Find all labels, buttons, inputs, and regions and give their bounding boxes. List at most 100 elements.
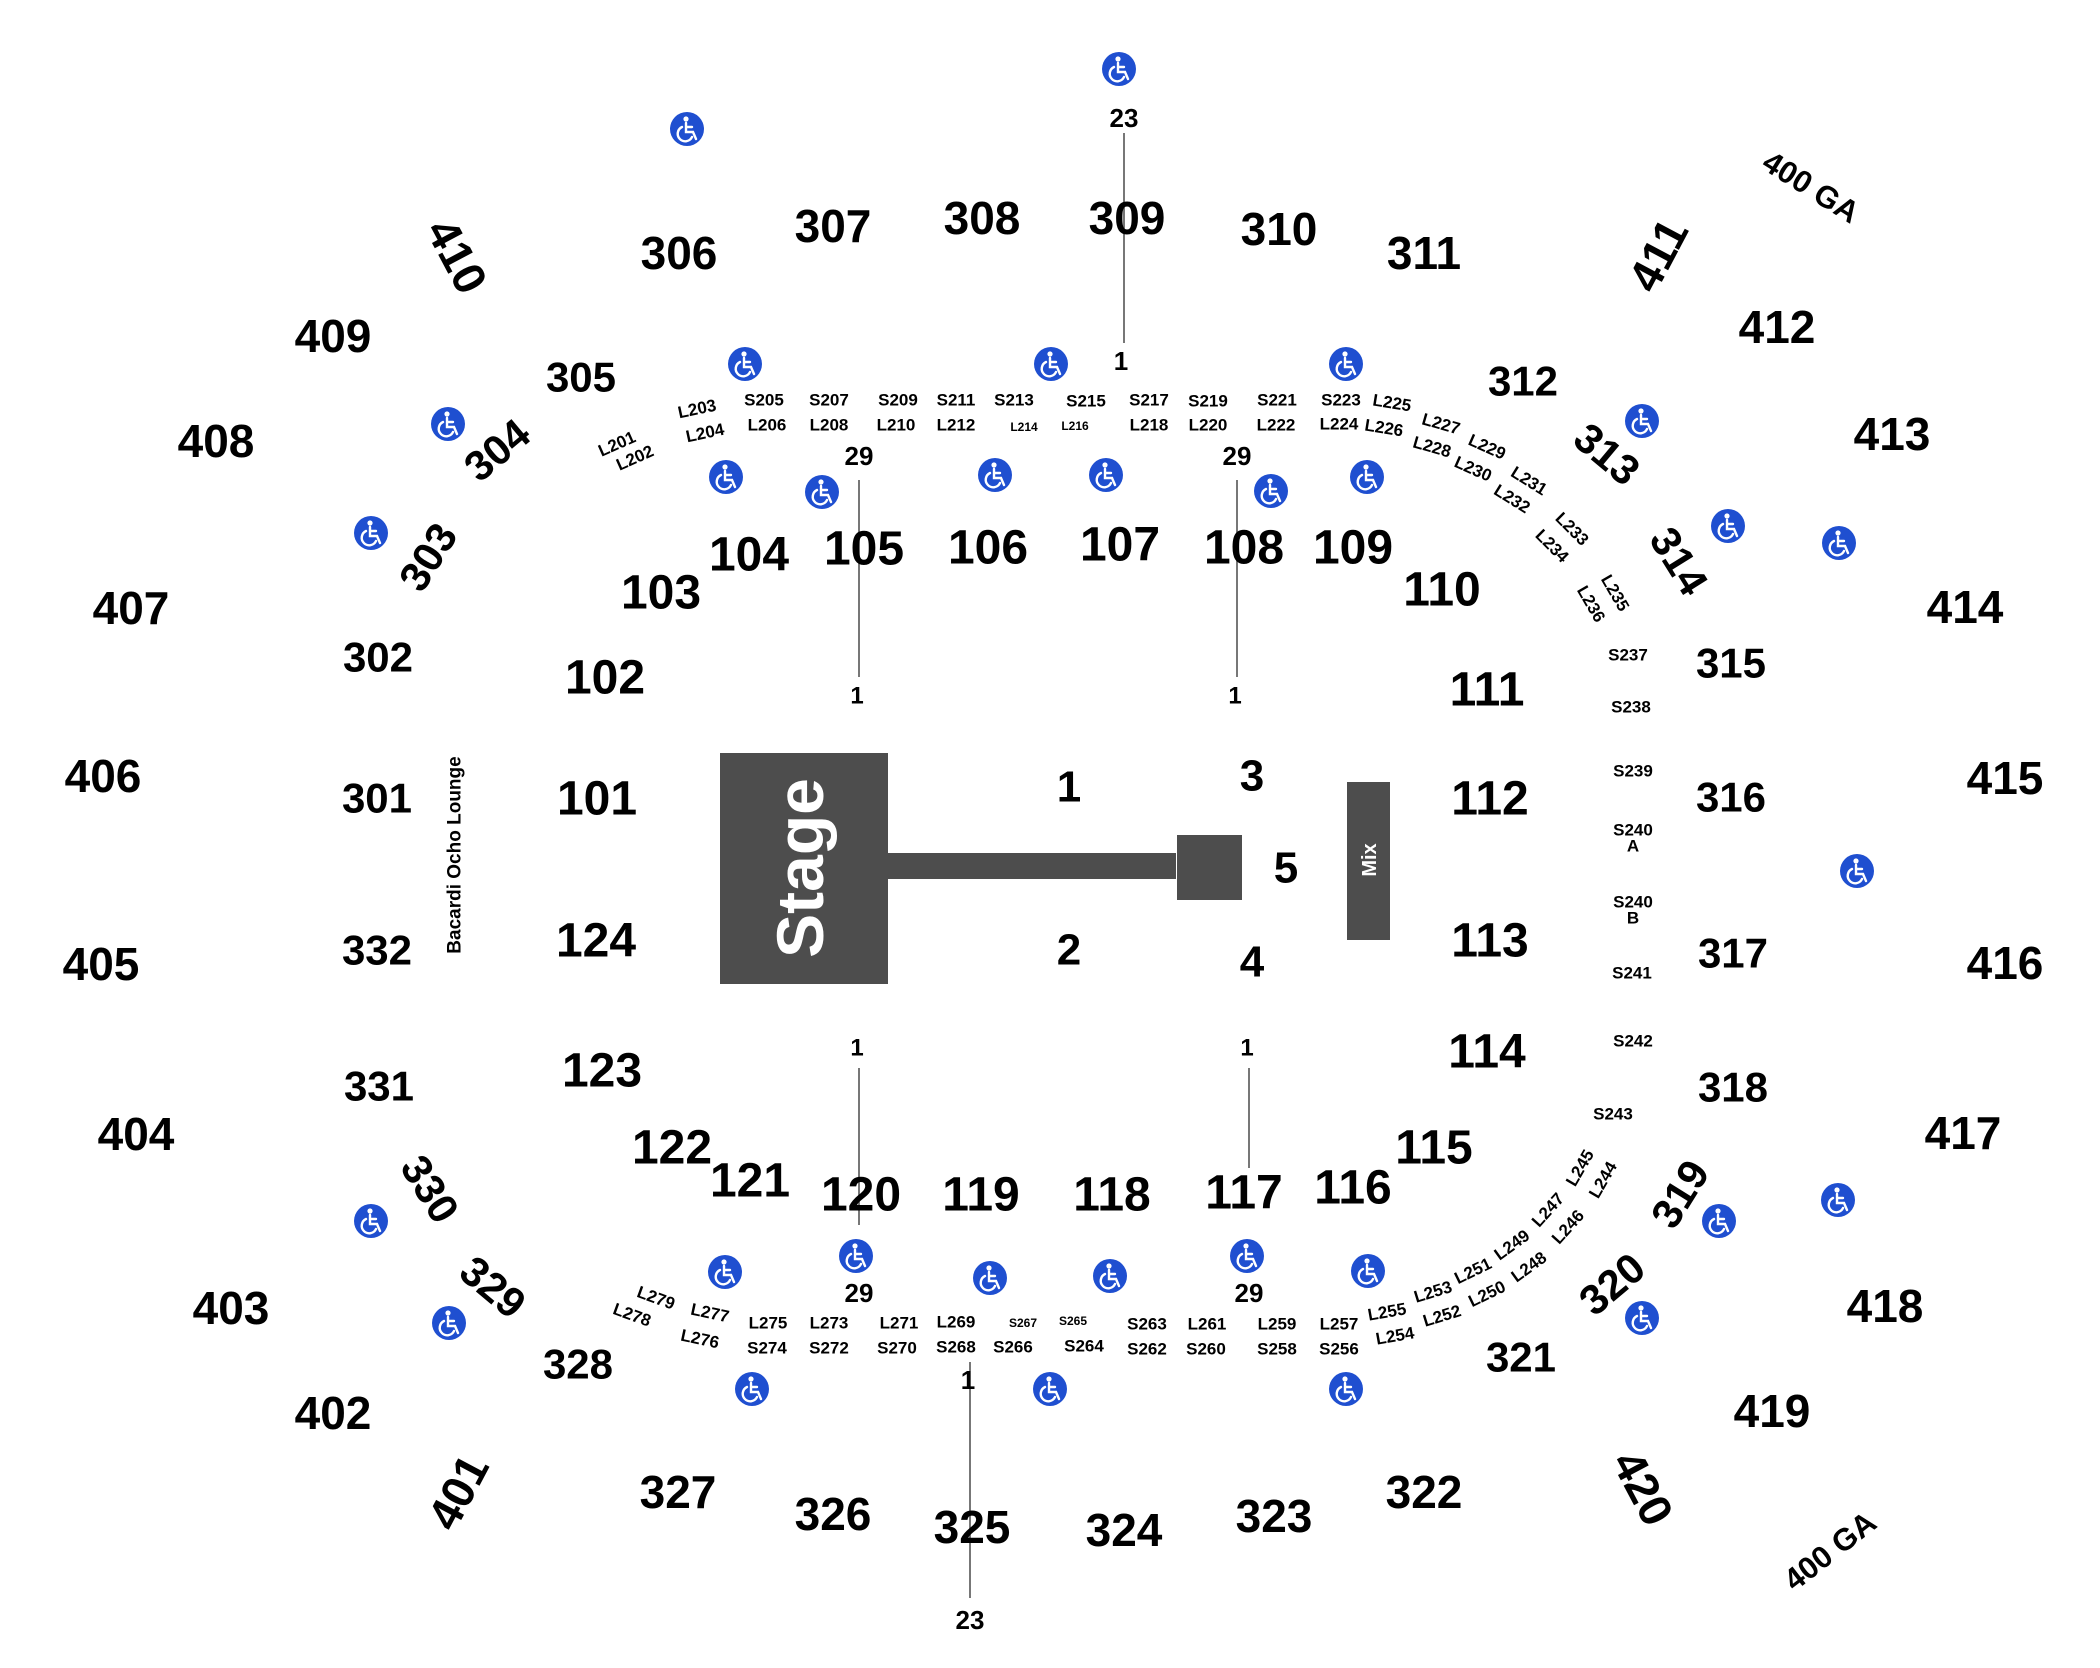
section-413[interactable]: 413 — [1854, 408, 1931, 460]
section-110[interactable]: 110 — [1403, 564, 1480, 617]
section-122[interactable]: 122 — [632, 1122, 712, 1175]
suite-S268[interactable]: S268 — [936, 1338, 976, 1357]
suite-S264[interactable]: S264 — [1064, 1337, 1104, 1356]
loge-L259[interactable]: L259 — [1258, 1315, 1297, 1334]
suite-S267[interactable]: S267 — [1009, 1316, 1037, 1330]
loge-L255[interactable]: L255 — [1366, 1299, 1407, 1324]
section-331[interactable]: 331 — [344, 1063, 414, 1110]
section-107[interactable]: 107 — [1080, 519, 1160, 572]
section-114[interactable]: 114 — [1448, 1026, 1526, 1079]
floor-section-5[interactable]: 5 — [1274, 844, 1298, 893]
section-326[interactable]: 326 — [795, 1488, 872, 1540]
section-312[interactable]: 312 — [1488, 358, 1558, 405]
section-315[interactable]: 315 — [1696, 640, 1766, 687]
section-105[interactable]: 105 — [824, 523, 904, 576]
section-119[interactable]: 119 — [942, 1169, 1019, 1222]
floor-section-4[interactable]: 4 — [1240, 938, 1265, 987]
section-115[interactable]: 115 — [1395, 1122, 1472, 1175]
section-403[interactable]: 403 — [193, 1282, 270, 1334]
section-330[interactable]: 330 — [392, 1147, 469, 1231]
loge-L275[interactable]: L275 — [749, 1314, 788, 1333]
suite-S240B[interactable]: S240 — [1613, 893, 1653, 912]
suite-S266[interactable]: S266 — [993, 1338, 1033, 1357]
section-103[interactable]: 103 — [621, 567, 701, 620]
suite-S217[interactable]: S217 — [1129, 391, 1169, 410]
stage[interactable] — [720, 753, 888, 984]
loge-L212[interactable]: L212 — [937, 416, 976, 435]
section-325[interactable]: 325 — [934, 1501, 1011, 1553]
loge-L220[interactable]: L220 — [1189, 416, 1228, 435]
section-405[interactable]: 405 — [63, 938, 140, 990]
section-109[interactable]: 109 — [1313, 522, 1393, 575]
loge-L222[interactable]: L222 — [1257, 416, 1296, 435]
loge-L216[interactable]: L216 — [1061, 419, 1089, 433]
section-409[interactable]: 409 — [295, 310, 372, 362]
section-401[interactable]: 401 — [417, 1446, 499, 1538]
section-124[interactable]: 124 — [556, 915, 636, 968]
suite-S237[interactable]: S237 — [1608, 646, 1648, 665]
suite-S219[interactable]: S219 — [1188, 392, 1228, 411]
section-102[interactable]: 102 — [565, 652, 645, 705]
section-323[interactable]: 323 — [1236, 1490, 1313, 1542]
section-116[interactable]: 116 — [1314, 1162, 1391, 1215]
section-117[interactable]: 117 — [1205, 1167, 1282, 1220]
loge-L204[interactable]: L204 — [684, 420, 726, 447]
suite-S263[interactable]: S263 — [1127, 1315, 1167, 1334]
section-317[interactable]: 317 — [1698, 930, 1768, 977]
section-303[interactable]: 303 — [390, 515, 467, 599]
section-106[interactable]: 106 — [948, 522, 1028, 575]
section-324[interactable]: 324 — [1086, 1504, 1163, 1556]
suite-S262[interactable]: S262 — [1127, 1340, 1167, 1359]
loge-L226[interactable]: L226 — [1363, 416, 1404, 441]
section-121[interactable]: 121 — [710, 1155, 790, 1208]
section-327[interactable]: 327 — [640, 1466, 717, 1518]
section-301[interactable]: 301 — [342, 775, 412, 822]
section-416[interactable]: 416 — [1967, 937, 2044, 989]
loge-L225[interactable]: L225 — [1371, 391, 1412, 416]
suite-S274[interactable]: S274 — [747, 1339, 787, 1358]
suite-S243[interactable]: S243 — [1593, 1105, 1633, 1124]
loge-L218[interactable]: L218 — [1130, 416, 1169, 435]
suite-S205[interactable]: S205 — [744, 391, 784, 410]
section-108[interactable]: 108 — [1204, 522, 1284, 575]
section-332[interactable]: 332 — [342, 927, 412, 974]
suite-S256[interactable]: S256 — [1319, 1340, 1359, 1359]
suite-S239[interactable]: S239 — [1613, 762, 1653, 781]
section-311[interactable]: 311 — [1387, 227, 1461, 279]
loge-L227[interactable]: L227 — [1420, 410, 1462, 439]
section-307[interactable]: 307 — [795, 200, 872, 252]
loge-L254[interactable]: L254 — [1374, 1323, 1416, 1349]
suite-S221[interactable]: S221 — [1257, 391, 1297, 410]
section-302[interactable]: 302 — [343, 634, 413, 681]
loge-L277[interactable]: L277 — [689, 1300, 731, 1327]
section-407[interactable]: 407 — [93, 582, 170, 634]
loge-L273[interactable]: L273 — [810, 1314, 849, 1333]
floor-section-1[interactable]: 1 — [1057, 763, 1081, 812]
suite-S242[interactable]: S242 — [1613, 1032, 1653, 1051]
loge-L214[interactable]: L214 — [1010, 420, 1038, 434]
section-101[interactable]: 101 — [557, 773, 637, 826]
section-118[interactable]: 118 — [1073, 1169, 1150, 1222]
section-316[interactable]: 316 — [1696, 774, 1766, 821]
suite-S215[interactable]: S215 — [1066, 392, 1106, 411]
floor-section-2[interactable]: 2 — [1057, 926, 1081, 975]
loge-L269[interactable]: L269 — [937, 1313, 976, 1332]
suite-S240A[interactable]: S240 — [1613, 821, 1653, 840]
loge-L206[interactable]: L206 — [748, 416, 787, 435]
section-328[interactable]: 328 — [543, 1341, 613, 1388]
loge-L228[interactable]: L228 — [1411, 433, 1453, 462]
loge-L261[interactable]: L261 — [1188, 1315, 1227, 1334]
suite-S238[interactable]: S238 — [1611, 698, 1651, 717]
section-404[interactable]: 404 — [98, 1108, 175, 1160]
section-321[interactable]: 321 — [1486, 1334, 1556, 1381]
section-411[interactable]: 411 — [1618, 210, 1699, 300]
suite-S207[interactable]: S207 — [809, 391, 849, 410]
section-304[interactable]: 304 — [455, 409, 539, 490]
suite-S265[interactable]: S265 — [1059, 1314, 1087, 1328]
section-406[interactable]: 406 — [65, 750, 142, 802]
section-419[interactable]: 419 — [1734, 1385, 1811, 1437]
suite-S223[interactable]: S223 — [1321, 391, 1361, 410]
section-111[interactable]: 111 — [1450, 664, 1525, 717]
suite-S260[interactable]: S260 — [1186, 1340, 1226, 1359]
section-417[interactable]: 417 — [1925, 1107, 2002, 1159]
